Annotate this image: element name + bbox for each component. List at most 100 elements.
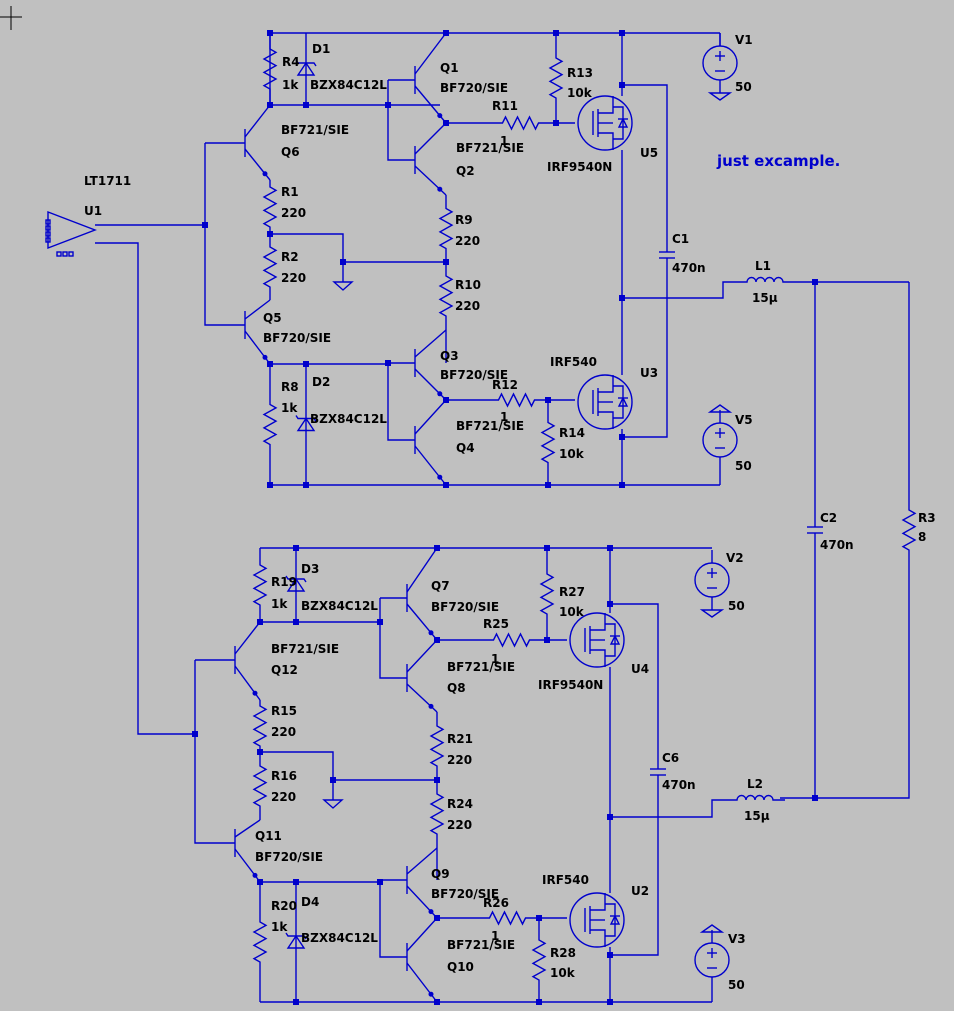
resistor-r19 <box>252 548 268 622</box>
mosfet-source <box>598 132 614 150</box>
r1-ref: R1 <box>281 185 299 199</box>
mosfet-drain <box>598 375 614 393</box>
r3-value: 8 <box>918 530 926 544</box>
mosfet-body <box>577 95 633 151</box>
bjt-arrow <box>437 474 443 480</box>
junction-dot <box>434 777 440 783</box>
schematic-note: just excample. <box>716 152 840 170</box>
wires <box>95 32 910 1003</box>
wire <box>379 880 407 958</box>
r2-value: 220 <box>281 271 306 285</box>
resistor-zigzag <box>262 180 278 234</box>
r10-ref: R10 <box>455 278 481 292</box>
d2-value: BZX84C12L <box>310 412 387 426</box>
r11-value: 1 <box>500 134 508 148</box>
ground-v3 <box>699 924 725 933</box>
r15-ref: R15 <box>271 704 297 718</box>
junction-dot <box>303 361 309 367</box>
q10-value: BF721/SIE <box>447 938 515 952</box>
zener-triangle <box>286 577 306 592</box>
junction-dot <box>303 102 309 108</box>
wire <box>622 265 668 438</box>
junction-dot <box>340 259 346 265</box>
resistor-zigzag <box>262 234 278 300</box>
ground-triangle <box>707 92 733 101</box>
wire <box>204 143 245 326</box>
junction-dot <box>619 295 625 301</box>
opamp-pin <box>45 219 51 225</box>
junction-dots <box>192 30 818 1005</box>
resistor-zigzag <box>262 33 278 105</box>
resistor-zigzag <box>540 400 556 485</box>
d2-ref: D2 <box>312 375 330 389</box>
voltage-source-v2 <box>694 550 730 610</box>
l2-ref: L2 <box>747 777 763 791</box>
q8-ref: Q8 <box>447 681 466 695</box>
bjt-arrow <box>437 186 443 192</box>
junction-dot <box>293 545 299 551</box>
transistor-q8 <box>406 639 438 713</box>
u5-value: IRF9540N <box>547 160 612 174</box>
r11-ref: R11 <box>492 99 518 113</box>
r13-ref: R13 <box>567 66 593 80</box>
r28-value: 10k <box>550 966 576 980</box>
r26-ref: R26 <box>483 896 509 910</box>
junction-dot <box>443 259 449 265</box>
voltage-source-v5 <box>702 410 738 470</box>
r21-value: 220 <box>447 753 472 767</box>
l1-value: 15µ <box>752 291 778 305</box>
resistor-r21 <box>429 712 445 780</box>
zener-bar <box>295 415 317 422</box>
components <box>45 32 917 1003</box>
wire <box>780 560 910 799</box>
resistor-r15 <box>252 700 268 752</box>
transistor-q7 <box>406 547 438 641</box>
r25-ref: R25 <box>483 617 509 631</box>
junction-dot <box>267 231 273 237</box>
r26-value: 1 <box>491 929 499 943</box>
wire <box>610 603 659 762</box>
bjt-collector <box>414 32 447 75</box>
junction-dot <box>257 749 263 755</box>
r4-ref: R4 <box>282 55 300 69</box>
junction-dot <box>385 102 391 108</box>
c1-ref: C1 <box>672 232 689 246</box>
resistor-r26 <box>476 910 539 926</box>
opamp-pin <box>45 231 51 237</box>
resistor-r8 <box>262 364 278 485</box>
opamp-pin <box>68 251 74 257</box>
r3-ref: R3 <box>918 511 936 525</box>
junction-dot <box>303 482 309 488</box>
c1-value: 470n <box>672 261 706 275</box>
resistor-zigzag <box>429 780 445 848</box>
q7-ref: Q7 <box>431 579 450 593</box>
junction-dot <box>607 952 613 958</box>
resistor-zigzag <box>531 918 547 1002</box>
junction-dot <box>267 30 273 36</box>
bjt-arrow <box>437 113 443 119</box>
inductor-coils <box>735 276 795 283</box>
opamp-ref: U1 <box>84 204 102 218</box>
voltage-source-v1 <box>702 33 738 93</box>
mosfet-body <box>577 374 633 430</box>
bjt-collector <box>244 104 271 138</box>
d1-ref: D1 <box>312 42 330 56</box>
ground-triangle <box>699 924 725 933</box>
r24-value: 220 <box>447 818 472 832</box>
resistor-zigzag <box>252 700 268 752</box>
q12-ref: Q12 <box>271 663 298 677</box>
resistor-r28 <box>531 918 547 1002</box>
c6-value: 470n <box>662 778 696 792</box>
junction-dot <box>544 637 550 643</box>
r14-ref: R14 <box>559 426 585 440</box>
zener-d3 <box>285 548 307 622</box>
mosfet-diode-leads <box>613 106 624 140</box>
q4-value: BF721/SIE <box>456 419 524 433</box>
u4-ref: U4 <box>631 662 649 676</box>
bjt-arrow <box>262 171 268 177</box>
capacitor-c1 <box>659 245 675 265</box>
ground-triangle <box>707 404 733 413</box>
mosfet-u4 <box>569 612 625 668</box>
r16-value: 220 <box>271 790 296 804</box>
inductor-l1 <box>735 276 795 283</box>
